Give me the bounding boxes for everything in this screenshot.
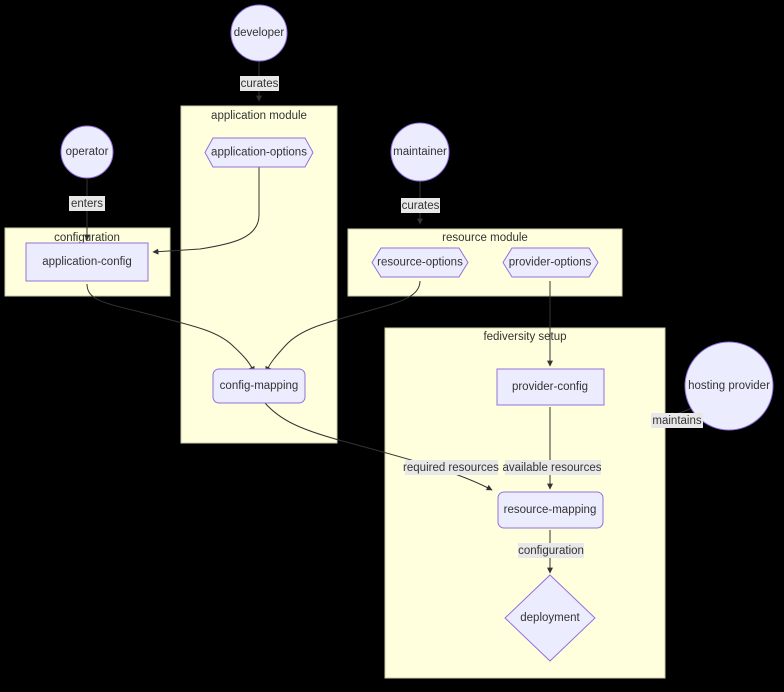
edge-label-maintains-text: maintains [652, 415, 701, 427]
node-operator-label: operator [66, 146, 109, 158]
node-application-config[interactable]: application-config [25, 242, 149, 282]
edge-label-maintains: maintains [651, 413, 703, 428]
edge-application-config-to-config-mapping [86, 283, 255, 373]
edge-label-curates-maintainer-text: curates [402, 200, 440, 212]
node-config-mapping-label: config-mapping [220, 380, 299, 392]
node-resource-options-shape[interactable] [371, 247, 469, 278]
edge-resource-options-to-config-mapping [265, 280, 421, 373]
edge-application-options-to-application-config [152, 167, 260, 255]
node-developer[interactable]: developer [230, 4, 288, 62]
edge-label-maintains-bg [651, 413, 703, 428]
node-deployment-label: deployment [520, 612, 580, 624]
node-deployment-shape[interactable] [504, 574, 596, 662]
node-application-options-label: application-options [211, 147, 307, 159]
edge-label-curates-developer-text: curates [241, 78, 279, 90]
node-developer-label: developer [234, 27, 285, 39]
node-resource-mapping[interactable]: resource-mapping [497, 491, 604, 529]
edge-label-required-resources: required resources [403, 460, 499, 475]
edge-label-available-resources: available resources [502, 460, 602, 475]
node-operator[interactable]: operator [60, 125, 114, 179]
node-provider-config[interactable]: provider-config [496, 368, 605, 406]
node-application-options-shape[interactable] [204, 137, 314, 168]
edge-config-mapping-to-resource-mapping [264, 402, 493, 491]
edge-label-enters: enters [69, 196, 105, 211]
edge-label-enters-text: enters [71, 198, 103, 210]
node-maintainer-shape[interactable] [390, 122, 450, 182]
node-hosting-provider[interactable]: hosting provider [684, 341, 774, 431]
edge-label-enters-bg [69, 196, 105, 211]
node-config-mapping[interactable]: config-mapping [212, 368, 306, 404]
edge-label-configuration: configuration [518, 543, 584, 558]
edge-label-configuration-text: configuration [518, 545, 584, 557]
cluster-fediversity-setup-label: fediversity setup [483, 331, 566, 343]
node-deployment[interactable]: deployment [504, 574, 596, 662]
cluster-resource-module-label: resource module [442, 232, 528, 244]
node-application-config-label: application-config [42, 256, 132, 268]
node-hosting-provider-shape[interactable] [684, 341, 774, 431]
node-provider-config-shape[interactable] [496, 368, 605, 406]
edge-label-available-resources-text: available resources [502, 462, 601, 474]
edge-label-configuration-bg [518, 543, 584, 558]
node-resource-options[interactable]: resource-options [371, 247, 469, 278]
node-config-mapping-shape[interactable] [212, 368, 306, 404]
node-resource-mapping-label: resource-mapping [504, 504, 597, 516]
node-operator-shape[interactable] [60, 125, 114, 179]
node-resource-mapping-shape[interactable] [497, 491, 604, 529]
node-provider-options-shape[interactable] [502, 247, 599, 278]
node-application-options[interactable]: application-options [204, 137, 314, 168]
node-provider-config-label: provider-config [512, 381, 588, 393]
edge-label-available-resources-bg [505, 460, 601, 475]
node-maintainer-label: maintainer [393, 146, 447, 158]
node-application-config-shape[interactable] [25, 242, 149, 282]
cluster-application-module-label: application module [211, 110, 307, 122]
node-provider-options[interactable]: provider-options [502, 247, 599, 278]
node-resource-options-label: resource-options [377, 257, 463, 269]
edge-label-curates-developer-bg [240, 76, 279, 91]
node-maintainer[interactable]: maintainer [390, 122, 450, 182]
edge-label-required-resources-bg [405, 460, 498, 475]
edge-label-required-resources-text: required resources [403, 462, 499, 474]
node-hosting-provider-label: hosting provider [688, 380, 770, 392]
edge-label-curates-developer: curates [240, 76, 279, 91]
edge-label-curates-maintainer-bg [401, 198, 440, 213]
node-developer-shape[interactable] [230, 4, 288, 62]
edge-label-curates-maintainer: curates [401, 198, 440, 213]
node-provider-options-label: provider-options [509, 257, 592, 269]
